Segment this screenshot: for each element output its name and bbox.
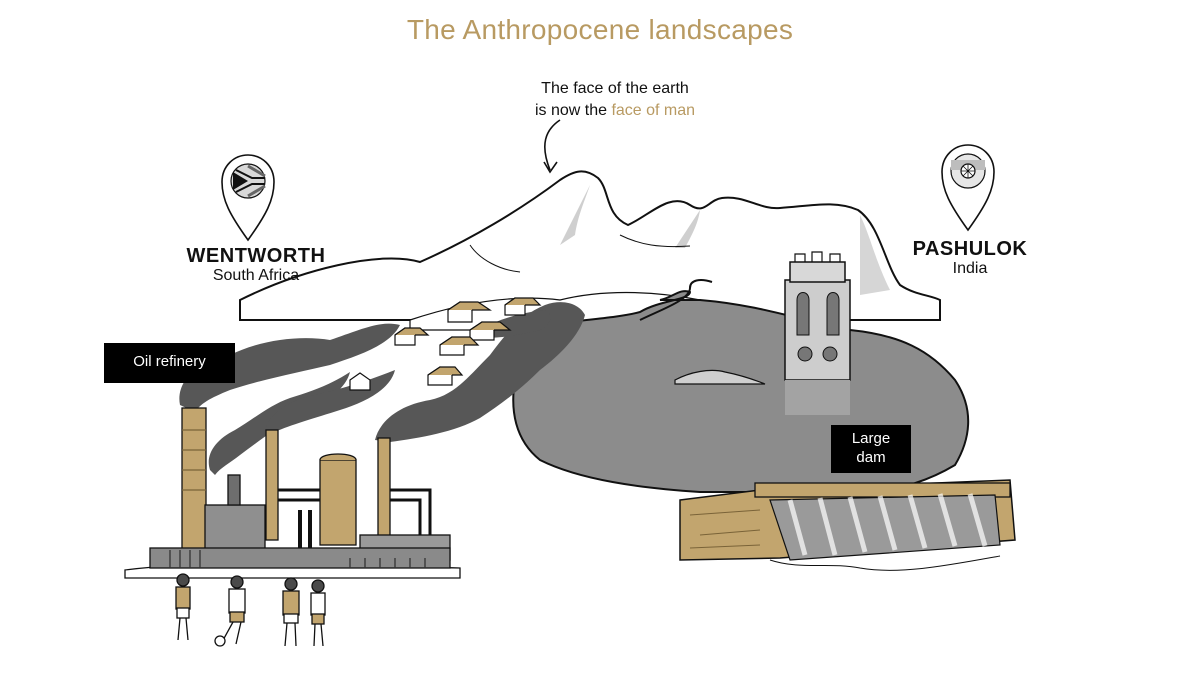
large-dam-label: Large dam <box>831 425 911 473</box>
player-3 <box>282 577 300 647</box>
arrow-down-icon <box>543 119 561 174</box>
india-flag-icon <box>950 153 986 189</box>
football-icon <box>214 635 226 647</box>
player-1 <box>175 573 191 641</box>
page-title: The Anthropocene landscapes <box>406 14 794 45</box>
village-houses <box>349 297 542 391</box>
quote: The face of the earth is now the face of… <box>470 78 760 122</box>
dam-label-line-2: dam <box>856 449 886 466</box>
south-africa-flag-icon <box>230 163 266 199</box>
quote-line-2-prefix: is now the <box>534 102 612 119</box>
map-pin-icon <box>221 154 275 242</box>
place-name: PASHULOK <box>912 238 1028 260</box>
player-2 <box>221 575 246 645</box>
mountain-range <box>239 170 941 321</box>
quote-line-2: is now the face of man <box>470 100 760 122</box>
oil-refinery-label: Oil refinery <box>104 343 235 383</box>
place-country: South Africa <box>212 267 300 284</box>
quote-accent: face of man <box>611 102 696 119</box>
oil-refinery <box>124 407 461 579</box>
quote-line-1: The face of the earth <box>541 80 689 97</box>
football-players <box>175 573 326 647</box>
dam <box>679 479 1016 571</box>
place-name: WENTWORTH <box>186 245 326 267</box>
place-country: India <box>952 260 988 277</box>
player-4 <box>310 579 326 647</box>
map-pin-icon <box>941 144 995 232</box>
submerged-church-tower <box>784 251 851 415</box>
place-wentworth: WENTWORTH South Africa <box>176 245 336 285</box>
place-pashulok: PASHULOK India <box>900 238 1040 278</box>
dam-label-line-1: Large <box>851 430 891 447</box>
island <box>674 369 766 385</box>
